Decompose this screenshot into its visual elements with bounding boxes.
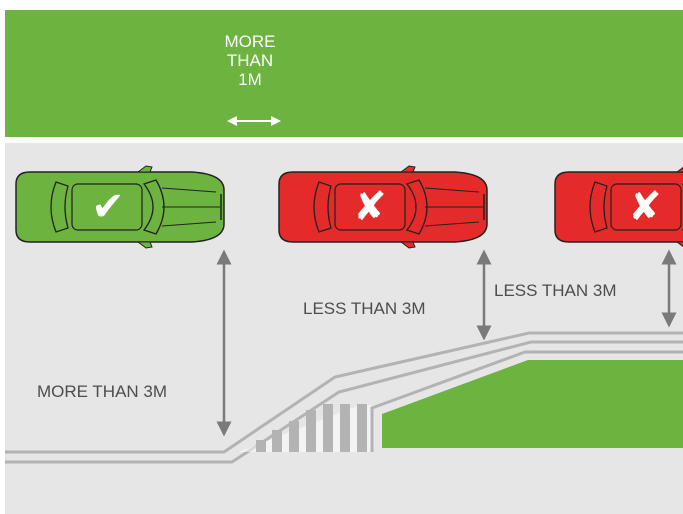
label-more-than-3m: MORE THAN 3M: [37, 382, 167, 402]
label-line: THAN: [210, 51, 290, 70]
label-more-than-1m: MORE THAN 1M: [210, 32, 290, 89]
cross-mark-icon: ✘: [345, 187, 395, 227]
label-less-than-3m-a: LESS THAN 3M: [303, 299, 426, 319]
label-less-than-3m-b: LESS THAN 3M: [494, 281, 617, 301]
label-line: MORE: [210, 32, 290, 51]
cross-mark-icon: ✘: [620, 187, 670, 227]
label-line: 1M: [210, 70, 290, 89]
grass-verge: [5, 10, 683, 137]
check-mark-icon: ✔: [83, 187, 133, 227]
